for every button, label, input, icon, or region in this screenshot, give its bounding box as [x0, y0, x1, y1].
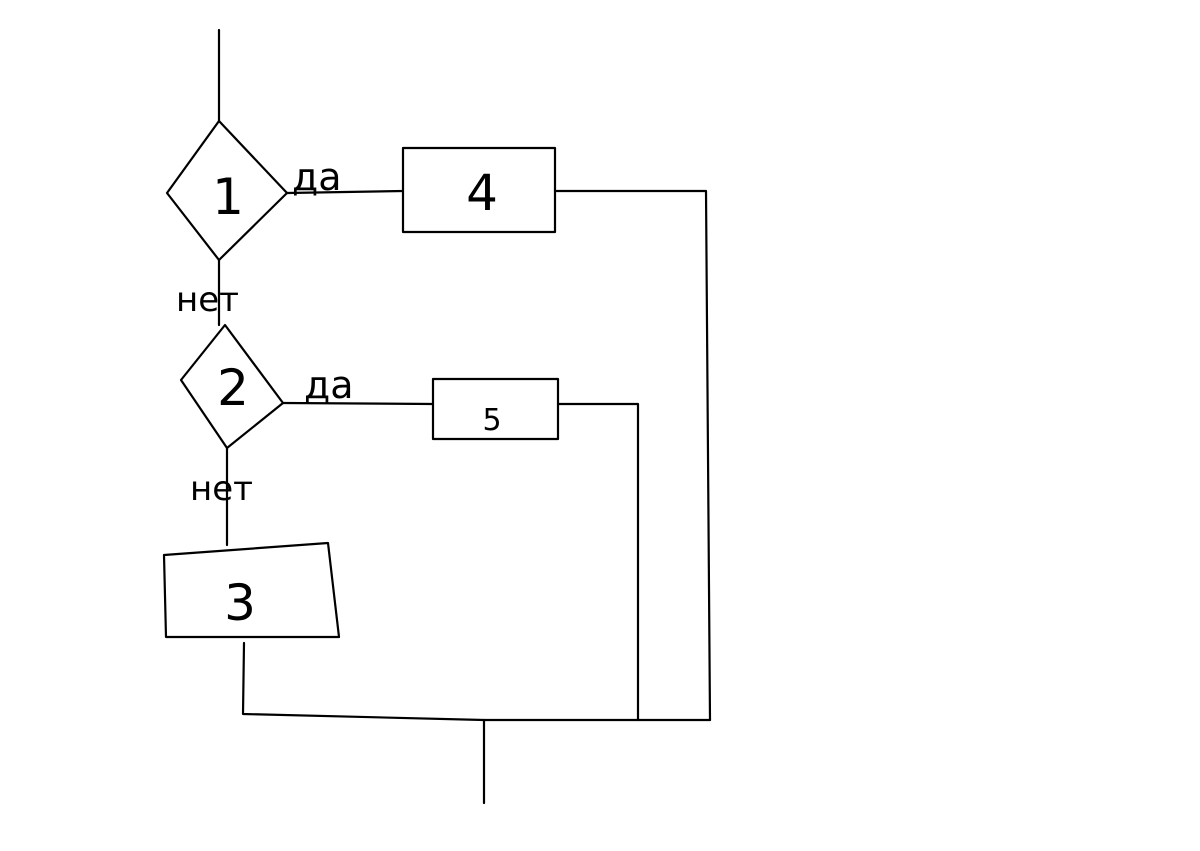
process-4-label: 4	[466, 164, 498, 222]
edge-label-decision-1-yes: да	[292, 155, 342, 199]
edge-process-4-to-merge	[553, 189, 712, 722]
edge-decision-2-yes	[281, 401, 435, 406]
edge-label-decision-2-no: нет	[190, 469, 253, 509]
manual-input-3-label: 3	[224, 574, 256, 632]
process-5-box	[431, 377, 560, 441]
edge-label-decision-2-yes: да	[304, 363, 354, 407]
edge-decision-1-yes	[285, 189, 405, 195]
edge-label-decision-1-no: нет	[176, 280, 239, 320]
edge-manual-input-3-to-merge	[241, 641, 486, 722]
process-4-box	[401, 146, 557, 234]
process-5-label: 5	[482, 403, 501, 438]
decision-1-label: 1	[212, 168, 244, 226]
manual-input-3-shape	[162, 541, 341, 639]
edge-process-5-to-merge	[556, 402, 640, 722]
decision-2-label: 2	[217, 359, 249, 417]
